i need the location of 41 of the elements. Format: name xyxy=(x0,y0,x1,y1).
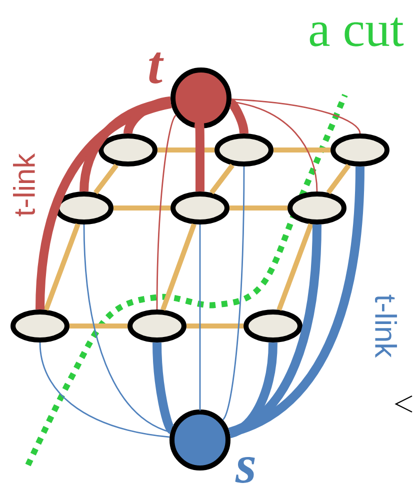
link-line xyxy=(231,101,318,192)
pixel-node xyxy=(128,310,186,342)
link-line xyxy=(231,98,361,134)
pixel-node xyxy=(214,134,274,166)
pixel-node xyxy=(10,310,70,342)
pixel-node xyxy=(98,134,158,166)
grid-edge xyxy=(276,223,314,311)
link-label: t-link xyxy=(375,294,397,358)
link-line xyxy=(199,224,201,410)
link-line xyxy=(124,96,172,134)
grid-edge xyxy=(186,324,244,328)
grid-edge xyxy=(230,206,288,210)
grid-edge xyxy=(70,324,128,328)
link-line xyxy=(228,342,278,438)
grid-edge xyxy=(210,164,234,194)
pixel-node xyxy=(170,192,230,224)
cut-label: a cut xyxy=(310,18,404,46)
grid-edge xyxy=(44,223,80,311)
pixel-node xyxy=(54,192,114,224)
link-line xyxy=(152,342,175,433)
link-label: t-link xyxy=(13,153,35,216)
link-line xyxy=(228,166,364,438)
grid-edge xyxy=(114,206,170,210)
pixel-node xyxy=(330,134,390,166)
node-label: s xyxy=(235,457,255,483)
terminal-node: t xyxy=(149,52,232,128)
link-line xyxy=(228,99,248,134)
grid-edge xyxy=(94,164,118,194)
link-line xyxy=(83,224,171,433)
link-line xyxy=(156,114,176,310)
grid-edge xyxy=(158,148,214,152)
link-line xyxy=(39,342,170,438)
pixel-node xyxy=(244,310,302,342)
pixel-node xyxy=(288,192,346,224)
terminal-node: s xyxy=(170,410,255,483)
link-line xyxy=(222,166,245,420)
node-label: t xyxy=(149,52,164,84)
grid-edge xyxy=(160,223,196,311)
grid-edge xyxy=(326,164,351,194)
grid-edge xyxy=(274,148,330,152)
link-line xyxy=(194,120,204,192)
